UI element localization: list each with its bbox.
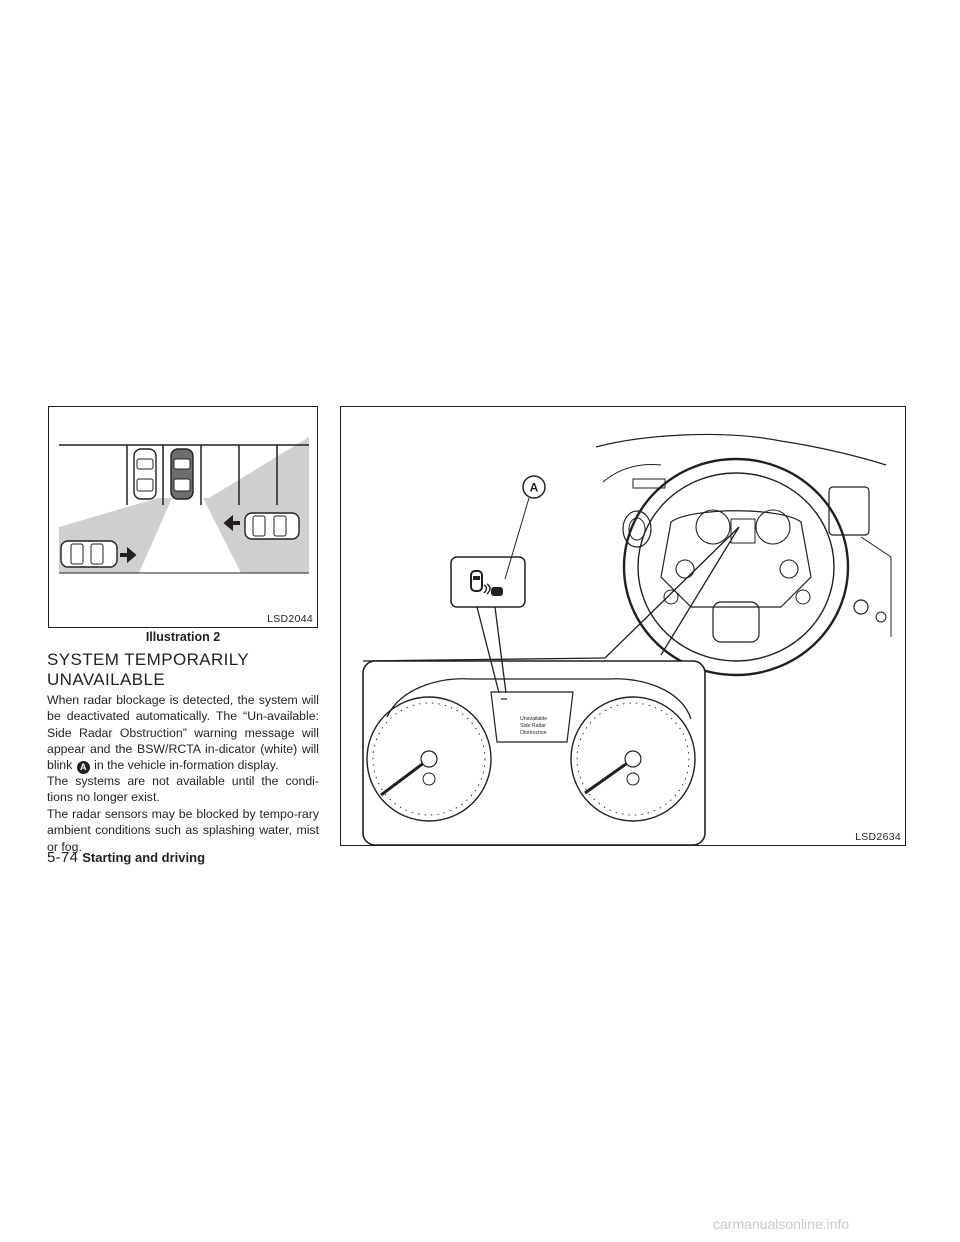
gauge-icon (755, 509, 791, 545)
arrow-left-icon (223, 514, 240, 532)
callout-line (362, 657, 606, 662)
knob-icon (853, 599, 869, 615)
callout-label: A (530, 481, 539, 495)
parked-car-icon (133, 448, 157, 500)
marker-a-icon: A (76, 761, 90, 775)
own-vehicle-icon (170, 448, 194, 500)
section-title-line: SYSTEM TEMPORARILY (47, 650, 250, 669)
page-number: 5-74 (47, 849, 79, 866)
speedometer-icon (366, 696, 492, 822)
watermark: carmanualsonline.info (713, 1216, 850, 1232)
gauge-icon (695, 509, 731, 545)
callout-marker-a (522, 475, 546, 499)
figure-code: LSD2044 (267, 613, 313, 625)
steering-wheel-icon (622, 457, 850, 677)
callout-leader (504, 497, 530, 580)
radar-zone-right (203, 437, 309, 573)
display-message-line: Unavailable (520, 716, 547, 722)
bsw-indicator-icon (470, 570, 503, 596)
approaching-car-icon (60, 540, 118, 568)
parking-lot-drawing (59, 437, 309, 574)
dashboard-outline (595, 433, 887, 466)
paragraph-text: in the vehicle in-formation display. (90, 758, 279, 773)
figure-caption: Illustration 2 (145, 630, 221, 644)
arrow-right-icon (120, 546, 137, 564)
cluster-inset (362, 660, 706, 845)
display-message-line: Side Radar (520, 723, 546, 729)
callout-line (494, 606, 507, 694)
paragraph-not-available: The systems are not available until the … (47, 774, 319, 805)
figure-code: LSD2634 (855, 831, 901, 843)
instrument-panel-drawing: Unavailable Side Radar Obstruction A (362, 433, 892, 845)
callout-line (604, 526, 740, 659)
air-vent-icon (622, 510, 652, 548)
dashboard-outline (602, 464, 662, 483)
paragraph-sensor-blocked: The radar sensors may be blocked by temp… (47, 807, 319, 854)
paragraph-radar-blockage: When radar blockage is detected, the sys… (47, 692, 319, 775)
center-screen (828, 486, 870, 536)
figure-cluster-illustration: Unavailable Side Radar Obstruction A LSD… (340, 406, 906, 846)
approaching-car-icon (244, 512, 300, 540)
display-screen (730, 518, 756, 544)
console-outline (860, 536, 892, 637)
callout-line (660, 526, 740, 656)
indicator-inset (450, 556, 526, 608)
callout-line (476, 606, 500, 694)
section-title-line: UNAVAILABLE (47, 670, 166, 689)
center-info-display (490, 691, 574, 743)
paragraph-text: When radar blockage is detected, the sys… (47, 693, 319, 773)
cluster-housing (386, 678, 692, 720)
tachometer-icon (570, 696, 696, 822)
figure-parking-illustration: LSD2044 (48, 406, 318, 628)
display-message-line: Obstruction (520, 730, 547, 736)
chapter-title: Starting and driving (82, 850, 206, 865)
knob-icon (875, 611, 887, 623)
section-title: SYSTEM TEMPORARILY UNAVAILABLE (47, 650, 337, 690)
